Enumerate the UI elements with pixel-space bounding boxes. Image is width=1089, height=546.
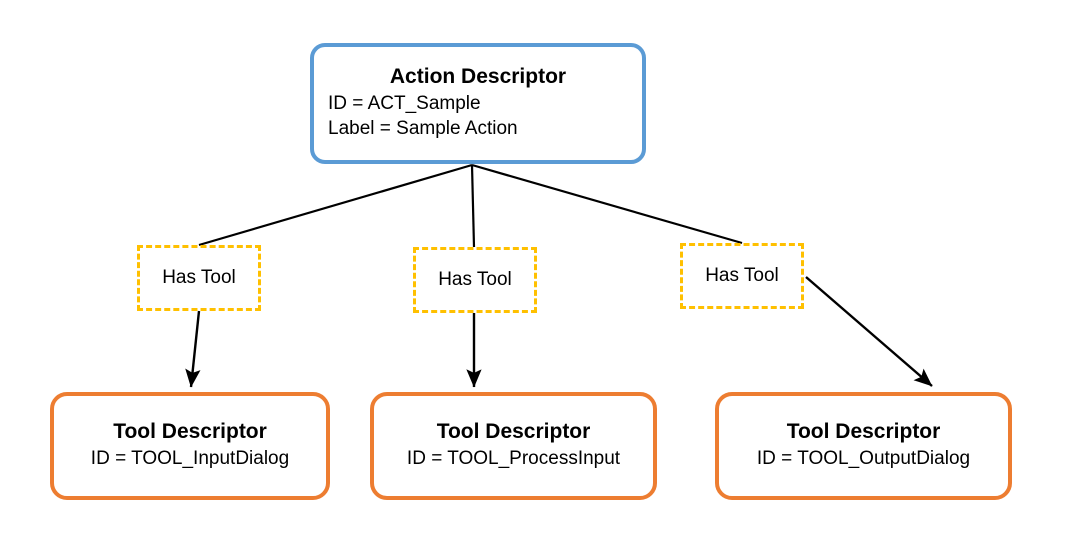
tool-descriptor-2-id: ID = TOOL_ProcessInput [406, 448, 621, 470]
tool-descriptor-node-2[interactable]: Tool Descriptor ID = TOOL_ProcessInput [370, 392, 657, 500]
action-descriptor-node[interactable]: Action Descriptor ID = ACT_Sample Label … [310, 43, 646, 164]
has-tool-relation-2[interactable]: Has Tool [413, 247, 537, 313]
tool-descriptor-2-title: Tool Descriptor [436, 420, 591, 444]
edge-has-tool-1-to-tool-1 [185, 310, 201, 388]
edge-action-to-has-tool-1 [198, 163, 473, 247]
edge-action-to-has-tool-2 [470, 164, 476, 248]
tool-descriptor-1-title: Tool Descriptor [113, 420, 267, 444]
has-tool-relation-1[interactable]: Has Tool [137, 245, 261, 311]
has-tool-relation-2-label: Has Tool [438, 269, 512, 290]
edge-action-to-has-tool-3 [471, 163, 743, 245]
tool-descriptor-3-title: Tool Descriptor [786, 420, 941, 444]
tool-descriptor-3-id: ID = TOOL_OutputDialog [756, 448, 971, 470]
tool-descriptor-1-id: ID = TOOL_InputDialog [90, 448, 290, 470]
edge-has-tool-3-to-tool-3 [805, 276, 933, 387]
has-tool-relation-3-label: Has Tool [705, 265, 779, 286]
action-descriptor-title: Action Descriptor [389, 65, 567, 89]
tool-descriptor-node-3[interactable]: Tool Descriptor ID = TOOL_OutputDialog [715, 392, 1012, 500]
has-tool-relation-3[interactable]: Has Tool [680, 243, 804, 309]
action-descriptor-label: Label = Sample Action [328, 117, 518, 139]
action-descriptor-id: ID = ACT_Sample [328, 93, 481, 115]
tool-descriptor-node-1[interactable]: Tool Descriptor ID = TOOL_InputDialog [50, 392, 330, 500]
has-tool-relation-1-label: Has Tool [162, 267, 236, 288]
